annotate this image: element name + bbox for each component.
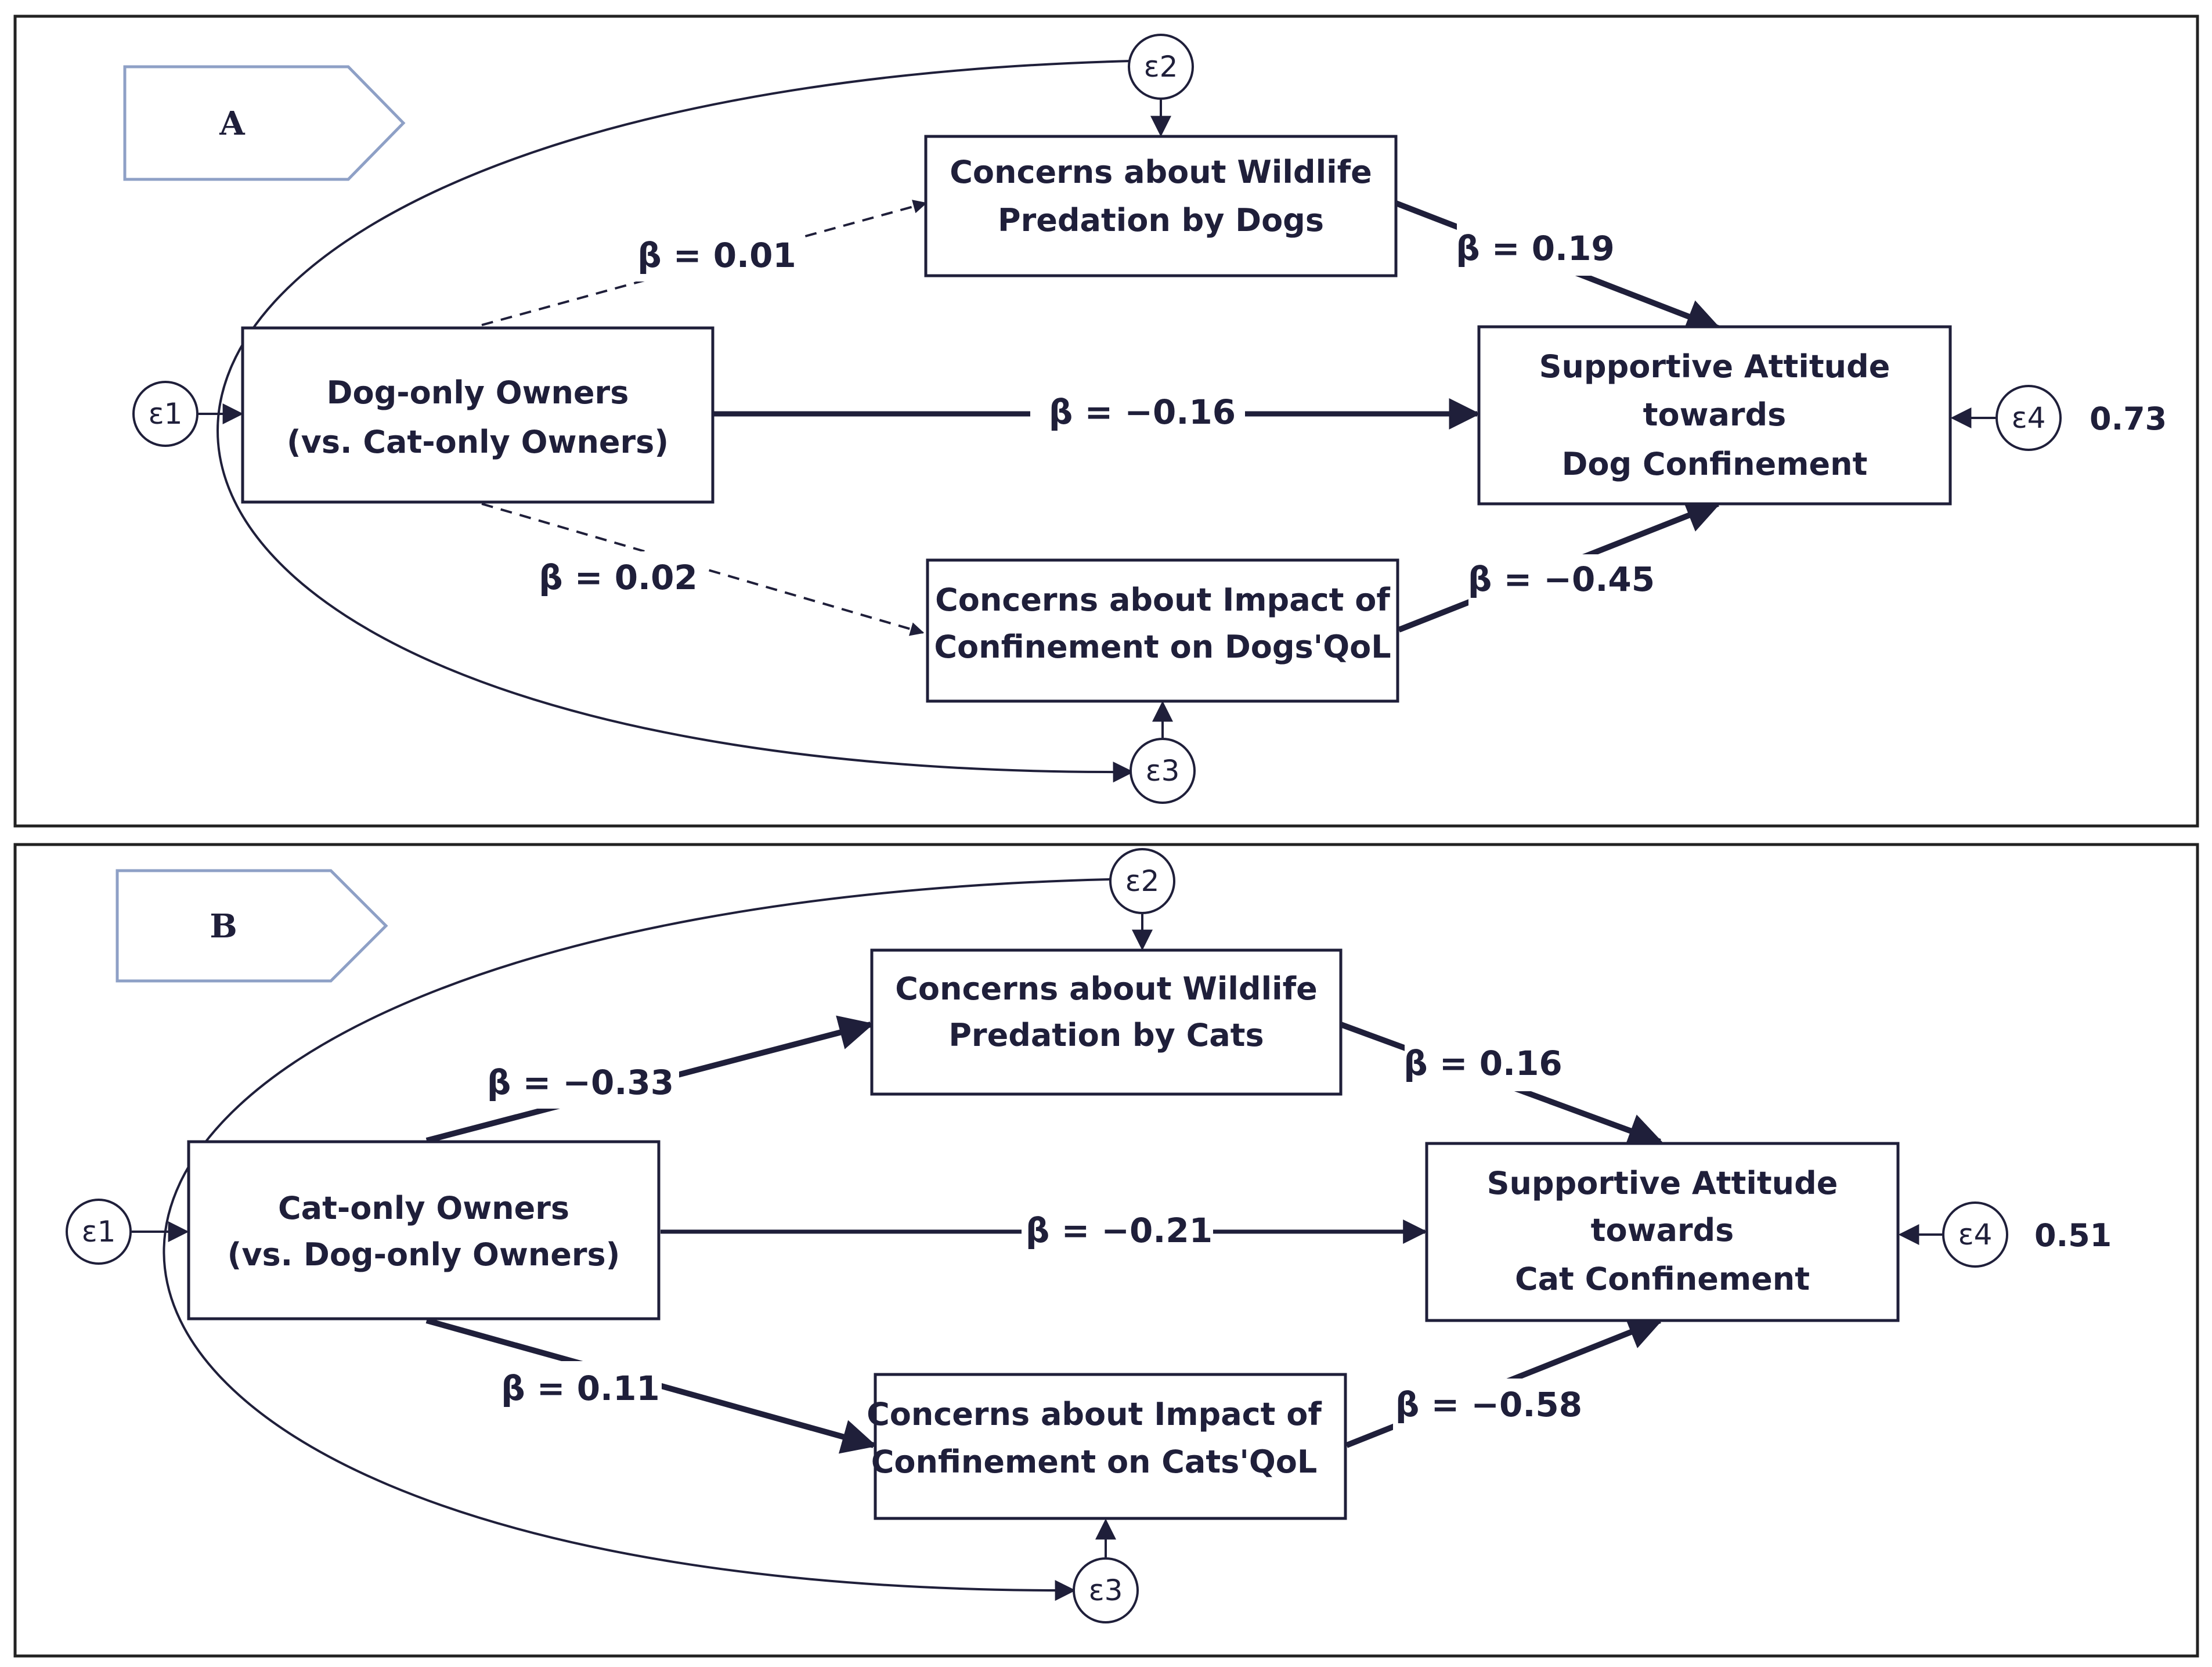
panel-b-frame	[13, 843, 2199, 1658]
panel-a-predictor-line1: Dog-only Owners	[327, 374, 629, 411]
panel-b-e3-label: ε3	[1089, 1574, 1123, 1607]
panel-a-e3-label: ε3	[1146, 754, 1180, 788]
panel-a-beta-top-bg	[630, 229, 798, 282]
panel-a-e1-label: ε1	[149, 397, 183, 431]
panel-b-predictor-line1: Cat-only Owners	[278, 1190, 569, 1226]
panel-b-mediator-top-line1: Concerns about Wildlife	[895, 970, 1317, 1007]
panel-b-e1-label: ε1	[82, 1215, 116, 1249]
panel-b-beta-direct: β = −0.21	[1026, 1211, 1213, 1250]
panel-a-tag-label: A	[219, 104, 246, 143]
panel-b-outcome-line3: Cat Confinement	[1515, 1261, 1810, 1297]
panel-a: A β = 0.01 β = 0.02 β = −0.16 β = 0.19 β…	[13, 15, 2199, 828]
panel-b-residual: 0.51	[2034, 1217, 2112, 1254]
panel-a-beta-bottom-bg	[537, 551, 705, 604]
panel-b-outcome-line1: Supportive Attitude	[1487, 1165, 1838, 1201]
panel-b-beta-predictor-to-bottom: β = 0.11	[501, 1369, 660, 1408]
panel-a-beta-predictor-to-top: β = 0.01	[637, 236, 796, 275]
panel-b: B β = −0.33 β = 0.11 β = −0.21 β = 0.16 …	[13, 843, 2199, 1658]
panel-a-predictor-box: Dog-only Owners (vs. Cat-only Owners)	[241, 326, 715, 504]
panel-b-e2: ε2	[1109, 848, 1175, 951]
panel-b-predictor-line2: (vs. Dog-only Owners)	[228, 1236, 620, 1273]
panel-a-beta-predictor-to-bottom: β = 0.02	[539, 558, 698, 597]
panel-a-beta-direct-bg	[1030, 386, 1245, 441]
panel-a-e3: ε3	[1130, 701, 1196, 804]
panel-a-beta-bottom-to-outcome: β = −0.45	[1468, 560, 1655, 599]
panel-b-beta-bottom-to-outcome: β = −0.58	[1395, 1385, 1582, 1424]
panel-a-beta-bottom-outcome-bg	[1468, 554, 1660, 607]
panel-b-e3: ε3	[1073, 1518, 1139, 1623]
panel-a-outcome-line1: Supportive Attitude	[1539, 348, 1890, 385]
panel-b-beta-bottom-outcome-bg	[1393, 1379, 1585, 1431]
panel-a-tag: A	[123, 65, 406, 181]
panel-a-e4-label: ε4	[2012, 401, 2046, 435]
panel-a-outcome-box: Supportive Attitude towards Dog Confinem…	[1477, 325, 1952, 506]
panel-a-e2-label: ε2	[1144, 50, 1178, 84]
panel-b-beta-top-bg	[488, 1053, 679, 1109]
panel-a-e2: ε2	[1128, 34, 1194, 137]
panel-b-outcome-box: Supportive Attitude towards Cat Confinem…	[1425, 1142, 1900, 1322]
panel-b-covariance-arc	[163, 868, 1128, 1601]
panel-b-beta-direct-bg	[1022, 1203, 1213, 1258]
panel-b-e4: ε4 0.51	[1898, 1201, 2112, 1268]
panel-a-mediator-bottom-line2: Confinement on Dogs'QoL	[934, 629, 1391, 665]
panel-b-beta-bottom-bg	[499, 1361, 662, 1416]
panel-b-tag: B	[116, 869, 388, 983]
panel-a-mediator-bottom-box: Concerns about Impact of Confinement on …	[926, 558, 1399, 703]
panel-a-mediator-bottom-line1: Concerns about Impact of	[935, 582, 1390, 618]
panel-a-frame	[13, 15, 2199, 828]
panel-a-mediator-top-line2: Predation by Dogs	[998, 202, 1324, 239]
panel-a-predictor-line2: (vs. Cat-only Owners)	[287, 424, 669, 460]
panel-a-outcome-line3: Dog Confinement	[1562, 446, 1868, 482]
panel-a-path-predictor-to-top	[481, 200, 928, 326]
panel-b-mediator-bottom-line2: Confinement on Cats'QoL	[871, 1444, 1318, 1480]
panel-b-mediator-bottom-box: Concerns about Impact of Confinement on …	[867, 1373, 1347, 1520]
panel-b-beta-top-to-outcome: β = 0.16	[1403, 1044, 1563, 1083]
panel-b-mediator-top-box: Concerns about Wildlife Predation by Cat…	[870, 948, 1343, 1096]
panel-b-predictor-box: Cat-only Owners (vs. Dog-only Owners)	[187, 1140, 661, 1320]
panel-a-outcome-line2: towards	[1643, 396, 1787, 433]
panel-b-outcome-line2: towards	[1591, 1212, 1734, 1249]
panel-a-covariance-arc	[216, 50, 1151, 783]
panel-b-e1: ε1	[66, 1199, 189, 1265]
panel-a-path-predictor-to-bottom	[481, 503, 925, 636]
panel-b-e2-label: ε2	[1125, 864, 1160, 898]
panel-a-tag-shape	[123, 65, 406, 181]
panel-b-beta-top-outcome-bg	[1405, 1039, 1567, 1091]
panel-b-mediator-top-line2: Predation by Cats	[948, 1017, 1264, 1053]
panel-a-beta-top-outcome-bg	[1457, 223, 1614, 276]
panel-a-residual: 0.73	[2090, 400, 2167, 437]
panel-a-beta-top-to-outcome: β = 0.19	[1456, 229, 1615, 268]
panel-b-e4-label: ε4	[1958, 1218, 1993, 1251]
panel-a-e4: ε4 0.73	[1950, 385, 2167, 451]
panel-a-e1: ε1	[132, 381, 244, 447]
panel-a-mediator-top-box: Concerns about Wildlife Predation by Dog…	[924, 135, 1398, 277]
panel-b-mediator-bottom-line1: Concerns about Impact of	[867, 1396, 1322, 1433]
panel-b-beta-predictor-to-top: β = −0.33	[487, 1063, 674, 1102]
panel-b-tag-label: B	[210, 907, 237, 946]
panel-a-mediator-top-line1: Concerns about Wildlife	[950, 154, 1372, 190]
panel-b-tag-shape	[116, 869, 388, 983]
panel-a-beta-direct: β = −0.16	[1049, 392, 1236, 432]
